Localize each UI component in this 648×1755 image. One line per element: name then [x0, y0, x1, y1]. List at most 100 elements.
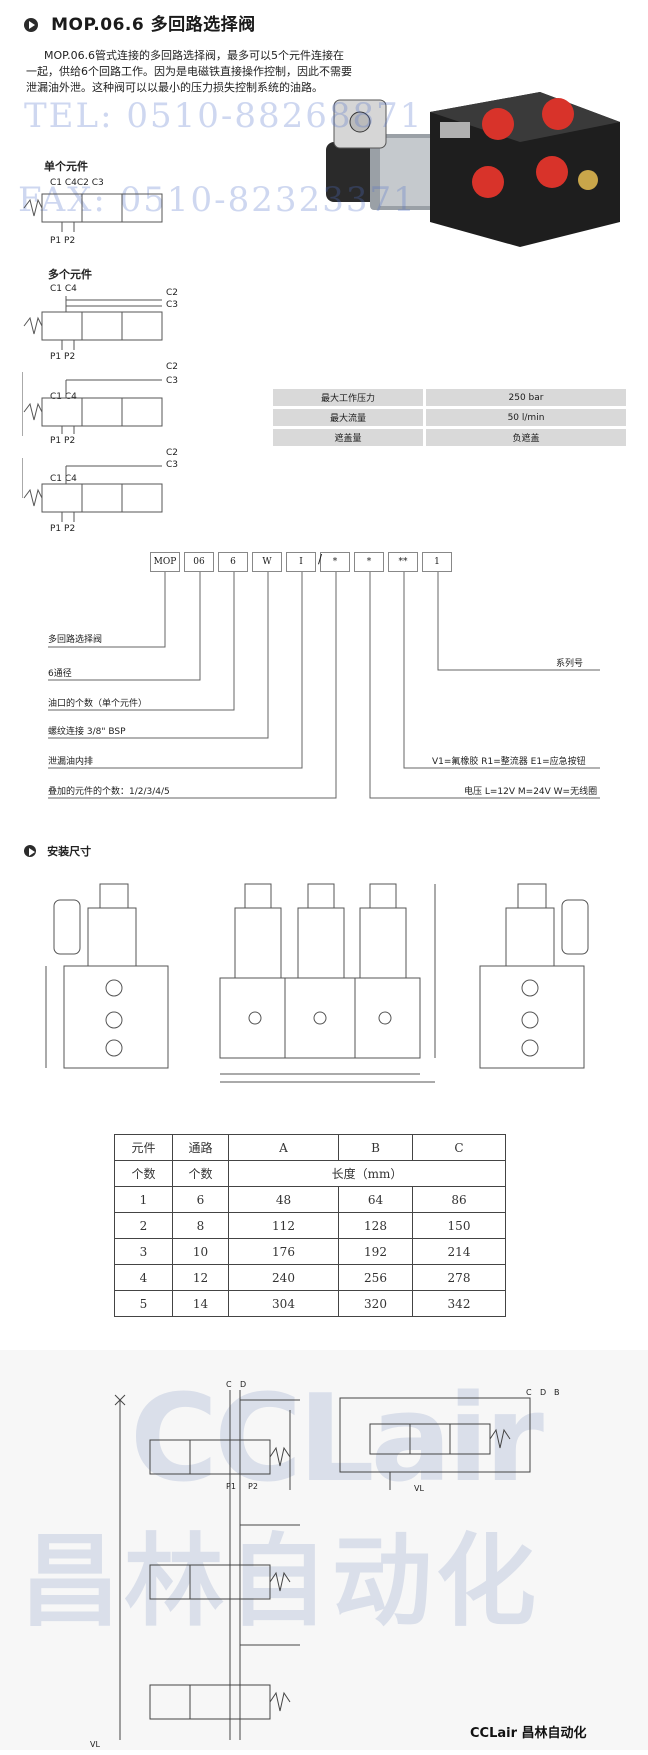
install-drawings: [45, 883, 589, 1083]
code-cell: *: [320, 552, 350, 572]
code-label-options: V1=氟橡胶 R1=整流器 E1=应急按钮: [432, 757, 586, 767]
port-c-right: C: [526, 1388, 532, 1397]
section-header: MOP.06.6 多回路选择阀: [24, 10, 256, 36]
multi2-port-c3: C3: [166, 376, 179, 386]
dim-cell: 128: [338, 1212, 413, 1239]
intro-line-3: 泄漏油外泄。这种阀可以以最小的压力损失控制系统的油路。: [26, 81, 323, 94]
dim-head: C: [412, 1134, 506, 1161]
watermark-fax: FAX: 0510-82323371: [18, 180, 417, 220]
port-d: D: [240, 1380, 247, 1389]
dim-header-row: 个数 个数 长度（mm）: [114, 1160, 506, 1187]
code-cell: W: [252, 552, 282, 572]
multi1-port-c2: C2: [166, 288, 179, 298]
dim-cell: 4: [114, 1264, 173, 1291]
spec-table: 最大工作压力 250 bar 最大流量 50 l/min 遮盖量 负遮盖: [270, 386, 629, 449]
single-ports-bottom: P1 P2: [50, 236, 76, 246]
code-label-series: 多回路选择阀: [48, 635, 103, 645]
dim-cell: 304: [228, 1290, 339, 1317]
table-row: 4 12 240 256 278: [114, 1264, 506, 1291]
code-cell: **: [388, 552, 418, 572]
dim-cell: 5: [114, 1290, 173, 1317]
dim-cell: 320: [338, 1290, 413, 1317]
dim-cell: 10: [172, 1238, 229, 1265]
single-ports-top: C1 C4C2 C3: [50, 178, 104, 188]
table-row: 3 10 176 192 214: [114, 1238, 506, 1265]
code-cell: 1: [422, 552, 452, 572]
port-vl: VL: [90, 1740, 100, 1749]
dim-cell: 214: [412, 1238, 506, 1265]
port-b-right: B: [554, 1388, 560, 1397]
multi-element-schematic-3: [22, 458, 163, 522]
multi-element-schematic-2: [22, 372, 163, 436]
multi1-ports-bottom: P1 P2: [50, 352, 76, 362]
dim-cell: 112: [228, 1212, 339, 1239]
dim-header-row: 元件 通路 A B C: [114, 1134, 506, 1161]
dim-cell: 64: [338, 1186, 413, 1213]
dim-cell: 8: [172, 1212, 229, 1239]
multi2-ports-top: C1 C4: [50, 392, 77, 402]
product-photo: [326, 92, 620, 247]
code-cell: 06: [184, 552, 214, 572]
multi3-port-c2: C2: [166, 448, 179, 458]
code-label-size: 6通径: [48, 669, 72, 679]
multi3-ports-top: C1 C4: [50, 474, 77, 484]
dim-cell: 192: [338, 1238, 413, 1265]
spec-row: 最大流量 50 l/min: [273, 409, 626, 426]
spec-key: 遮盖量: [273, 429, 423, 446]
dim-cell: 1: [114, 1186, 173, 1213]
port-c: C: [226, 1380, 232, 1389]
watermark-tel: TEL: 0510-88268871: [24, 96, 424, 136]
dim-cell: 176: [228, 1238, 339, 1265]
spec-key: 最大流量: [273, 409, 423, 426]
single-element-label: 单个元件: [44, 160, 88, 173]
dim-cell: 12: [172, 1264, 229, 1291]
dim-cell: 3: [114, 1238, 173, 1265]
dim-head: 通路: [172, 1134, 229, 1161]
dim-cell: 240: [228, 1264, 339, 1291]
code-cell: *: [354, 552, 384, 572]
code-label-ports: 油口的个数（单个元件）: [48, 699, 148, 709]
dim-head: 长度（mm）: [228, 1160, 506, 1187]
dim-cell: 48: [228, 1186, 339, 1213]
port-d-right: D: [540, 1388, 547, 1397]
install-header: 安装尺寸: [24, 842, 91, 861]
dim-cell: 278: [412, 1264, 506, 1291]
dim-head: A: [228, 1134, 339, 1161]
intro-text: MOP.06.6管式连接的多回路选择阀，最多可以5个元件连接在 一起，供给6个回…: [26, 48, 394, 96]
hydraulic-circuit: [114, 1390, 531, 1740]
play-bullet-icon: [24, 845, 36, 857]
spec-key: 最大工作压力: [273, 389, 423, 406]
single-element-schematic: [23, 193, 163, 232]
table-row: 2 8 112 128 150: [114, 1212, 506, 1239]
code-cell: 6: [218, 552, 248, 572]
intro-line-1: MOP.06.6管式连接的多回路选择阀，最多可以5个元件连接在: [44, 49, 345, 62]
spec-row: 最大工作压力 250 bar: [273, 389, 626, 406]
order-code: MOP 06 6 W I * * ** 1: [150, 552, 456, 572]
order-code-leaders: [48, 572, 600, 799]
dim-head: 个数: [114, 1160, 173, 1187]
multi2-port-c2: C2: [166, 362, 179, 372]
code-label-voltage: 电压 L=12V M=24V W=无线圈: [464, 787, 598, 797]
multi3-ports-bottom: P1 P2: [50, 524, 76, 534]
code-label-count: 叠加的元件的个数：1/2/3/4/5: [48, 787, 170, 797]
intro-line-2: 一起，供给6个回路工作。因为是电磁铁直接操作控制，因此不需要: [26, 65, 352, 78]
multi1-port-c3: C3: [166, 300, 179, 310]
dim-cell: 256: [338, 1264, 413, 1291]
spec-value: 负遮盖: [426, 429, 626, 446]
dim-cell: 2: [114, 1212, 173, 1239]
install-title: 安装尺寸: [47, 845, 92, 858]
page-title: MOP.06.6 多回路选择阀: [51, 15, 256, 35]
spec-value: 50 l/min: [426, 409, 626, 426]
code-label-seriesno: 系列号: [556, 659, 584, 669]
footer-brand: CCLair 昌林自动化: [470, 1726, 587, 1741]
dimension-table: 元件 通路 A B C 个数 个数 长度（mm） 1 6 48 64 86 2 …: [114, 1134, 506, 1317]
multi3-port-c3: C3: [166, 460, 179, 470]
dim-cell: 86: [412, 1186, 506, 1213]
dim-cell: 14: [172, 1290, 229, 1317]
code-label-drain: 泄漏油内排: [48, 757, 94, 767]
dim-head: B: [338, 1134, 413, 1161]
dim-cell: 6: [172, 1186, 229, 1213]
table-row: 1 6 48 64 86: [114, 1186, 506, 1213]
code-slash: /: [318, 552, 323, 566]
dim-cell: 150: [412, 1212, 506, 1239]
